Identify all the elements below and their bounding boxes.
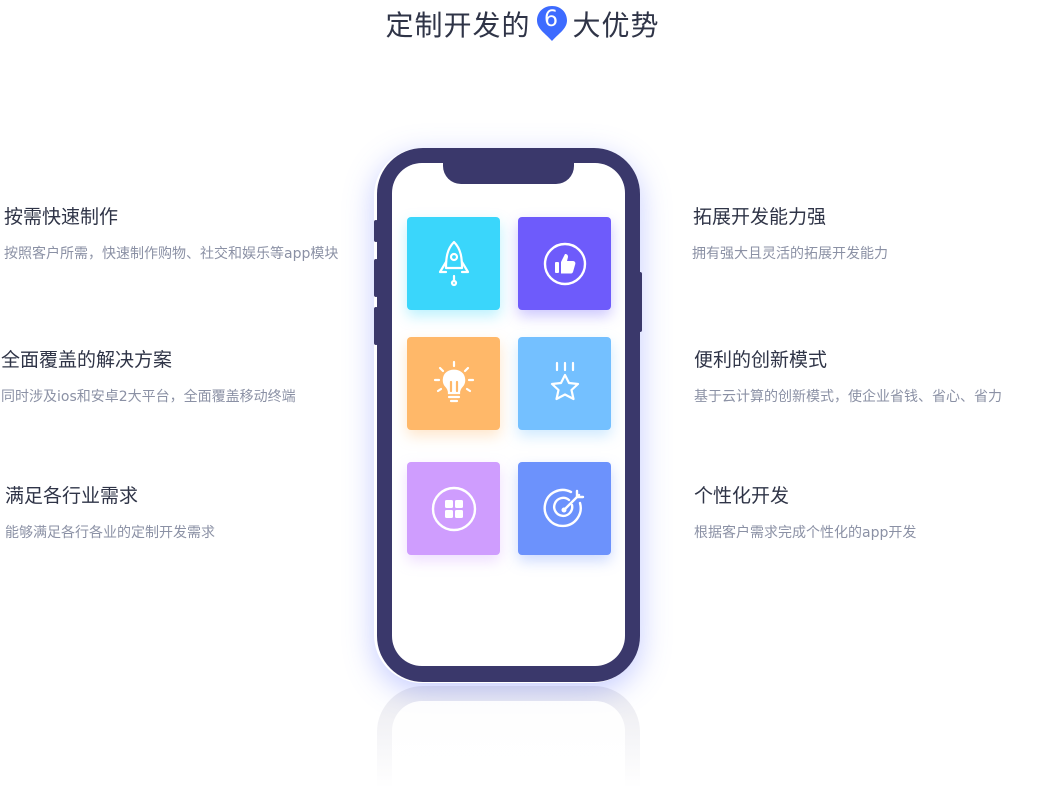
feature-title: 按需快速制作: [4, 206, 119, 228]
feature-industry-needs: 满足各行业需求 能够满足各行各业的定制开发需求: [5, 483, 345, 547]
feature-full-coverage: 全面覆盖的解决方案 同时涉及ios和安卓2大平台，全面覆盖移动终端: [1, 347, 351, 411]
thumbs-up-icon: [543, 242, 586, 285]
page-title-suffix: 大优势: [572, 9, 660, 42]
feature-description: 基于云计算的创新模式，使企业省钱、省心、省力: [694, 389, 1002, 405]
map-pin-icon: [536, 6, 567, 41]
feature-description: 同时涉及ios和安卓2大平台，全面覆盖移动终端: [1, 389, 296, 405]
phone-side-button: [638, 272, 642, 332]
feature-quick-build: 按需快速制作 按照客户所需，快速制作购物、社交和娱乐等app模块: [4, 204, 344, 268]
rocket-icon: [438, 240, 469, 286]
phone-notch: [443, 163, 574, 184]
feature-title: 拓展开发能力强: [693, 206, 827, 228]
feature-description: 按照客户所需，快速制作购物、社交和娱乐等app模块: [4, 246, 339, 262]
tile-rocket: [407, 217, 500, 310]
feature-description: 拥有强大且灵活的拓展开发能力: [692, 246, 888, 262]
phone-reflection: [377, 686, 640, 791]
feature-description: 能够满足各行各业的定制开发需求: [5, 525, 215, 541]
number-badge: 6: [535, 4, 569, 41]
tile-star: [518, 337, 611, 430]
lightbulb-icon: [433, 360, 474, 402]
tile-thumbs-up: [518, 217, 611, 310]
tile-app-grid: [407, 462, 500, 555]
tile-target: [518, 462, 611, 555]
star-icon: [550, 361, 579, 400]
feature-title: 个性化开发: [694, 485, 790, 507]
feature-extensibility: 拓展开发能力强 拥有强大且灵活的拓展开发能力: [692, 204, 1032, 268]
page-title-prefix: 定制开发的: [385, 9, 531, 42]
feature-description: 根据客户需求完成个性化的app开发: [694, 525, 917, 541]
number-badge-value: 6: [544, 7, 559, 32]
phone-side-button: [374, 259, 378, 297]
target-icon: [543, 488, 584, 527]
phone-side-button: [374, 220, 378, 242]
feature-title: 便利的创新模式: [694, 349, 828, 371]
feature-innovation-mode: 便利的创新模式 基于云计算的创新模式，使企业省钱、省心、省力: [694, 347, 1044, 411]
page-title: 定制开发的 6 大优势: [0, 4, 1045, 44]
feature-title: 满足各行业需求: [5, 485, 139, 507]
tile-lightbulb: [407, 337, 500, 430]
feature-title: 全面覆盖的解决方案: [1, 349, 173, 371]
app-grid-icon: [431, 486, 476, 531]
phone-side-button: [374, 307, 378, 345]
feature-personalization: 个性化开发 根据客户需求完成个性化的app开发: [694, 483, 1034, 547]
